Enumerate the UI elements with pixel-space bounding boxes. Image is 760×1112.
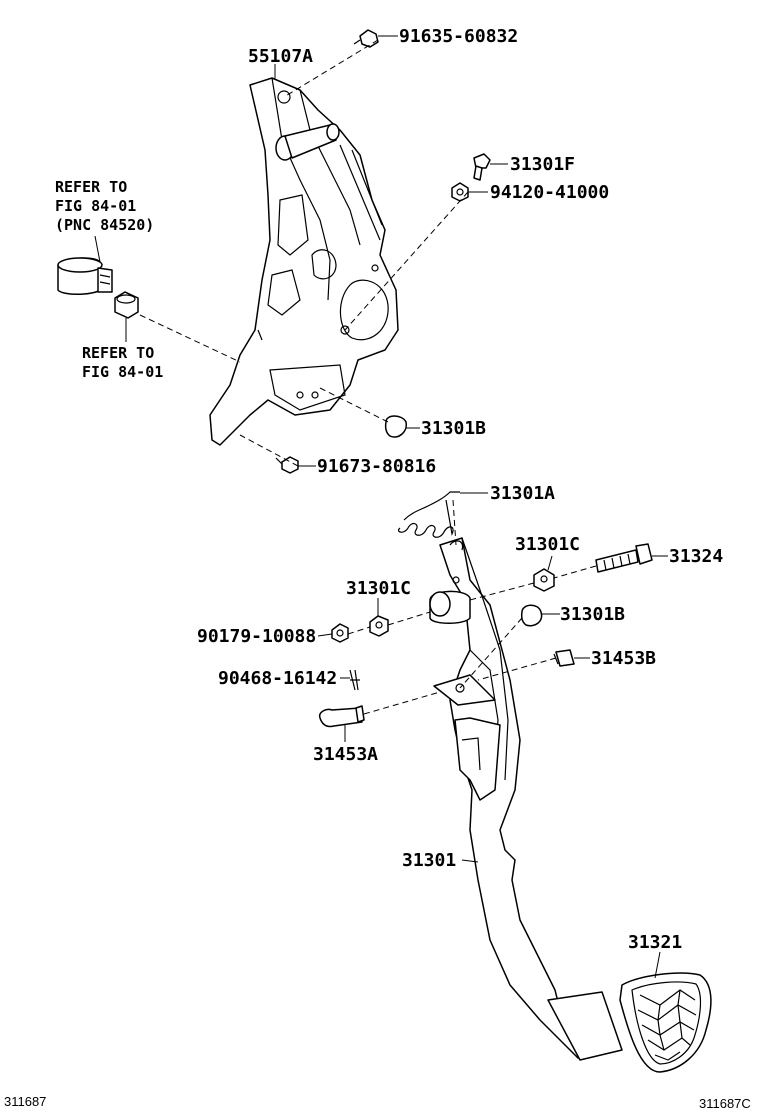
bolt-31324: [595, 543, 653, 573]
pedal-arm-31301: [429, 537, 623, 1061]
label-31301A: 31301A: [490, 483, 555, 504]
label-31453B: 31453B: [591, 648, 656, 669]
refer1-line3: (PNC 84520): [55, 216, 154, 234]
footer-left-code: 311687: [4, 1094, 46, 1109]
bushing-31453B: [553, 649, 575, 667]
clip-90468-16142: [349, 669, 360, 691]
refer1-line2: FIG 84-01: [55, 197, 136, 215]
assembly-lines: [139, 39, 597, 715]
leader-lines: [94, 35, 668, 979]
nut-90179-10088: [331, 623, 349, 643]
nut-94120-41000: [451, 182, 469, 202]
nut-31301C-right: [533, 568, 555, 592]
bolt-91635-60832: [353, 29, 379, 48]
pedal-pad-31321: [619, 972, 712, 1073]
label-31301B-top: 31301B: [421, 418, 486, 439]
refer1-line1: REFER TO: [55, 178, 127, 196]
label-31301C-left: 31301C: [346, 578, 411, 599]
label-31321: 31321: [628, 932, 682, 953]
label-94120-41000: 94120-41000: [490, 182, 609, 203]
label-90179-10088: 90179-10088: [197, 626, 316, 647]
label-91673-80816: 91673-80816: [317, 456, 436, 477]
clutch-switch-ref: [57, 257, 113, 295]
label-31301C-right: 31301C: [515, 534, 580, 555]
label-90468-16142: 90468-16142: [218, 668, 337, 689]
footer-right-code: 311687C: [699, 1096, 751, 1111]
nut-ref: [114, 291, 139, 319]
label-91635-60832: 91635-60832: [399, 26, 518, 47]
bushing-31301B-mid: [520, 604, 543, 627]
refer2-line1: REFER TO: [82, 344, 154, 362]
label-31301F: 31301F: [510, 154, 575, 175]
pedal-bracket-55107A: [209, 77, 399, 446]
bushing-31301B-top: [384, 415, 407, 438]
bolt-31301F: [473, 153, 491, 181]
label-31453A: 31453A: [313, 744, 378, 765]
label-31301B-mid: 31301B: [560, 604, 625, 625]
refer-note-1: REFER TO FIG 84-01 (PNC 84520): [55, 178, 154, 234]
label-31324: 31324: [669, 546, 723, 567]
bolt-91673-80816: [275, 456, 299, 474]
label-31301: 31301: [402, 850, 456, 871]
spring-31301A: [397, 491, 460, 538]
refer2-line2: FIG 84-01: [82, 363, 163, 381]
label-55107A: 55107A: [248, 46, 313, 67]
pin-31453A: [318, 705, 365, 728]
refer-note-2: REFER TO FIG 84-01: [82, 344, 163, 381]
washer-31301C-left: [369, 615, 389, 637]
part-labels: 55107A 91635-60832 31301F 94120-41000 31…: [197, 26, 723, 953]
